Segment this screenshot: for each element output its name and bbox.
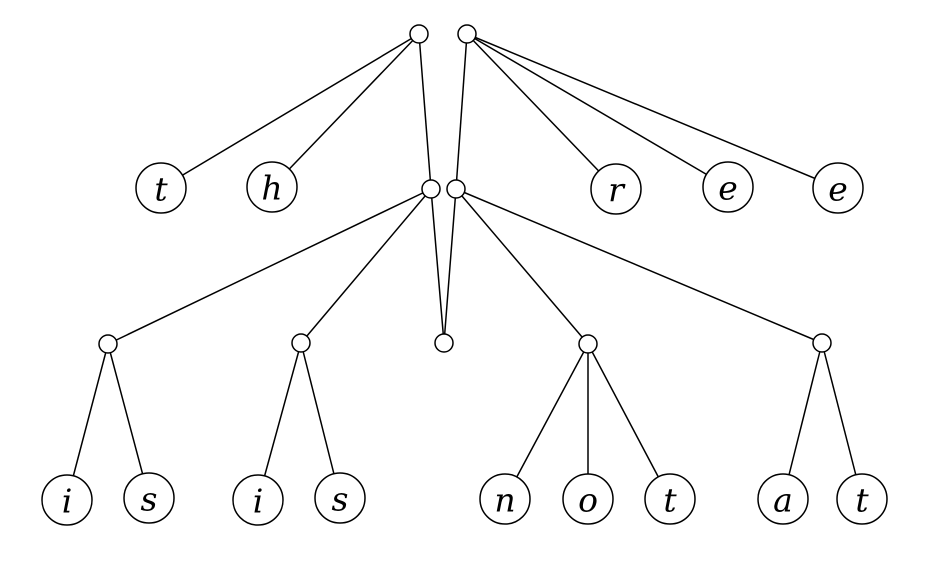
tree-internal-node-mid-left <box>421 179 441 199</box>
tree-leaf-node-leaf-t3: t <box>836 473 888 525</box>
node-circle <box>135 162 187 214</box>
tree-edge-int-4-leaf-t3 <box>821 342 863 500</box>
node-circle <box>232 474 284 526</box>
tree-leaf-node-leaf-o1: o <box>562 473 614 525</box>
tree-edge-root-right-leaf-e1 <box>466 33 729 188</box>
tree-leaf-node-leaf-e1: e <box>702 161 754 213</box>
node-circle <box>98 334 118 354</box>
node-circle <box>590 163 642 215</box>
tree-edge-root-left-leaf-t1 <box>160 33 420 189</box>
node-letter-label: n <box>494 481 515 520</box>
tree-internal-node-int-3 <box>578 334 598 354</box>
node-circle <box>314 472 366 524</box>
node-circle <box>812 162 864 214</box>
tree-leaf-node-leaf-r1: r <box>590 163 642 215</box>
node-circle <box>123 472 175 524</box>
node-circle <box>562 473 614 525</box>
tree-edge-mid-left-int-1 <box>107 188 432 345</box>
node-letter-label: t <box>154 170 168 209</box>
tree-edge-int-2-leaf-s2 <box>300 342 341 499</box>
tree-internal-node-int-4 <box>812 333 832 353</box>
node-circle <box>446 179 466 199</box>
tree-edge-root-right-mid-right <box>455 33 468 190</box>
node-circle <box>421 179 441 199</box>
tree-leaf-node-leaf-s2: s <box>314 472 366 524</box>
node-letter-label: s <box>332 480 349 519</box>
tree-edge-mid-right-int-3 <box>455 188 589 345</box>
node-circle <box>291 333 311 353</box>
node-circle <box>409 24 429 44</box>
tree-internal-node-mid-right <box>446 179 466 199</box>
tree-leaf-node-leaf-i1: i <box>41 474 93 526</box>
node-circle <box>578 334 598 354</box>
tree-edge-root-left-leaf-h1 <box>271 33 420 188</box>
node-circle <box>457 24 477 44</box>
tree-edge-mid-right-int-mid <box>443 188 457 344</box>
node-circle <box>246 161 298 213</box>
tree-internal-node-int-2 <box>291 333 311 353</box>
node-letter-label: t <box>663 481 677 520</box>
tree-internal-node-int-mid <box>434 333 454 353</box>
node-letter-label: e <box>828 170 848 209</box>
node-letter-label: t <box>855 481 869 520</box>
tree-edge-int-3-leaf-t2 <box>587 343 671 500</box>
tree-edge-int-2-leaf-i2 <box>257 342 302 501</box>
node-circle <box>836 473 888 525</box>
node-circle <box>812 333 832 353</box>
node-letter-label: r <box>608 171 626 210</box>
node-circle <box>702 161 754 213</box>
node-circle <box>757 473 809 525</box>
tree-leaf-node-leaf-h1: h <box>246 161 298 213</box>
tree-leaf-node-leaf-n1: n <box>479 473 531 525</box>
tree-edge-int-4-leaf-a1 <box>782 342 823 500</box>
tree-internal-node-root-right <box>457 24 477 44</box>
tree-edge-mid-left-int-mid <box>430 188 445 344</box>
node-letter-label: h <box>261 169 282 208</box>
tree-internal-node-int-1 <box>98 334 118 354</box>
node-letter-label: e <box>718 169 738 208</box>
tree-edge-int-3-leaf-n1 <box>504 343 589 500</box>
node-letter-label: o <box>578 481 598 520</box>
node-letter-label: i <box>62 482 73 521</box>
tree-leaf-node-leaf-i2: i <box>232 474 284 526</box>
tree-internal-node-root-left <box>409 24 429 44</box>
node-circle <box>434 333 454 353</box>
node-circle <box>41 474 93 526</box>
tree-edge-int-1-leaf-s1 <box>107 343 150 499</box>
tree-leaf-node-leaf-s1: s <box>123 472 175 524</box>
node-letter-label: i <box>253 482 264 521</box>
tree-leaf-node-leaf-t1: t <box>135 162 187 214</box>
tree-edge-int-1-leaf-i1 <box>66 343 109 501</box>
tree-leaf-node-leaf-e2: e <box>812 162 864 214</box>
node-letter-label: s <box>141 480 158 519</box>
tree-leaf-node-leaf-t2: t <box>644 473 696 525</box>
tree-edge-root-right-leaf-r1 <box>466 33 617 190</box>
node-circle <box>479 473 531 525</box>
tree-edge-mid-left-int-2 <box>300 188 432 344</box>
tree-edge-root-right-leaf-e2 <box>466 33 839 189</box>
tree-edge-mid-right-int-4 <box>455 188 823 344</box>
tree-edge-root-left-mid-left <box>418 33 432 190</box>
node-circle <box>644 473 696 525</box>
node-letter-label: a <box>773 481 793 520</box>
tree-leaf-node-leaf-a1: a <box>757 473 809 525</box>
